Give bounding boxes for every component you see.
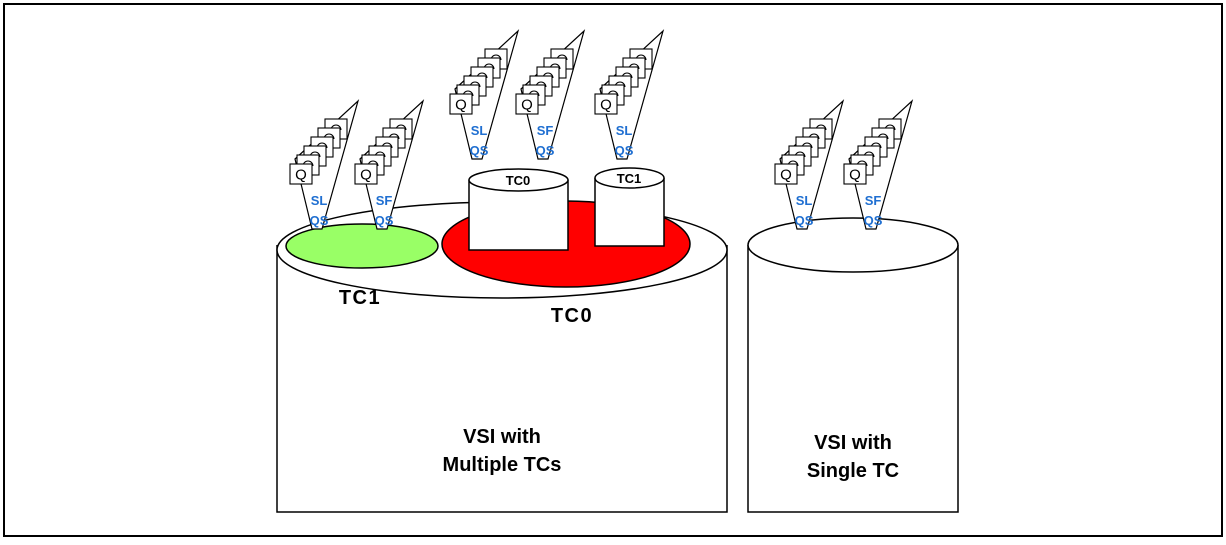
queue-letter: Q (521, 97, 533, 114)
queue-set-label-bottom: QS (795, 213, 814, 228)
single-vsi-label-line1: VSI with (814, 432, 892, 454)
queue-letter: Q (780, 167, 792, 184)
multi-vsi-label-line1: VSI with (463, 426, 541, 448)
queue-set-label-top: SL (616, 123, 633, 138)
tc0-label: TC0 (551, 305, 593, 327)
queue-box: Q (774, 163, 798, 185)
single-vsi-top (747, 217, 959, 273)
inner-tc0-label: TC0 (506, 173, 531, 188)
queue-set: Q SL QS (594, 29, 665, 160)
queue-set-label-top: SF (376, 193, 393, 208)
queue-set-label-top: SF (537, 123, 554, 138)
queue-box: Q (515, 93, 539, 115)
inner-tc1-label: TC1 (617, 171, 642, 186)
queue-set-label-bottom: QS (536, 143, 555, 158)
queue-box: Q (289, 163, 313, 185)
queue-set: Q SL QS (774, 99, 845, 230)
multi-tc-vsi-cylinder: TC0 TC1 TC1 TC0 VSI with Multiple TCs (276, 167, 728, 513)
tc1-label: TC1 (339, 287, 381, 309)
single-vsi-label-line2: Single TC (807, 460, 899, 482)
queue-sets: Q SL QS Q SF QS Q SL QS Q SF QS Q SL QS Q SL QS Q SF QS (289, 29, 914, 230)
multi-vsi-body (276, 245, 728, 513)
single-tc-vsi-cylinder: VSI with Single TC (747, 217, 959, 513)
multi-vsi-label-line2: Multiple TCs (443, 454, 562, 476)
queue-set-label-bottom: QS (375, 213, 394, 228)
queue-box: Q (843, 163, 867, 185)
queue-set-label-top: SL (796, 193, 813, 208)
queue-letter: Q (849, 167, 861, 184)
queue-set: Q SF QS (515, 29, 586, 160)
queue-box: Q (449, 93, 473, 115)
queue-letter: Q (455, 97, 467, 114)
queue-set-label-bottom: QS (470, 143, 489, 158)
queue-set: Q SF QS (843, 99, 914, 230)
queue-set: Q SL QS (449, 29, 520, 160)
inner-tc1-cylinder: TC1 (594, 167, 665, 247)
queue-box: Q (594, 93, 618, 115)
inner-tc0-cylinder: TC0 (468, 168, 569, 251)
queue-set-label-bottom: QS (615, 143, 634, 158)
queue-set-label-top: SL (471, 123, 488, 138)
queue-set: Q SL QS (289, 99, 360, 230)
queue-letter: Q (295, 167, 307, 184)
queue-box: Q (354, 163, 378, 185)
queue-letter: Q (600, 97, 612, 114)
queue-set-label-top: SF (865, 193, 882, 208)
queue-set-label-bottom: QS (864, 213, 883, 228)
diagram-border (3, 3, 1223, 537)
queue-set: Q SF QS (354, 99, 425, 230)
queue-letter: Q (360, 167, 372, 184)
queue-set-label-bottom: QS (310, 213, 329, 228)
queue-set-label-top: SL (311, 193, 328, 208)
tc1-ellipse (285, 223, 439, 269)
single-vsi-body (747, 245, 959, 513)
